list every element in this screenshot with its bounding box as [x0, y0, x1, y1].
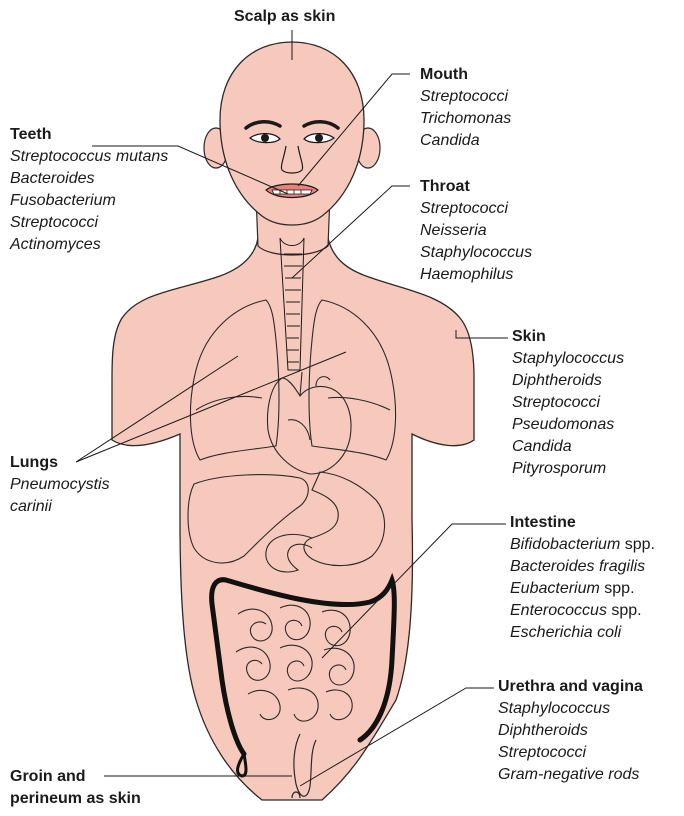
- label-title-urethra: Urethra and vagina: [498, 676, 643, 698]
- right-pupil: [315, 134, 323, 142]
- label-title-mouth: Mouth: [420, 64, 511, 86]
- organism-item: Enterococcus spp.: [510, 600, 655, 622]
- organism-item: Escherichia coli: [510, 622, 655, 644]
- organism-item: Bacteroides: [10, 168, 168, 190]
- organism-item: Pityrosporum: [512, 458, 624, 480]
- organism-item: Pneumocystis: [10, 474, 110, 496]
- teeth-row: [272, 190, 312, 194]
- organism-item: Streptococci: [420, 198, 532, 220]
- organism-item: Diphtheroids: [512, 370, 624, 392]
- organism-item: Fusobacterium: [10, 190, 168, 212]
- label-throat: Throat Streptococci Neisseria Staphyloco…: [420, 176, 532, 286]
- organism-item: Streptococci: [498, 742, 643, 764]
- organism-item: Pseudomonas: [512, 414, 624, 436]
- label-title-scalp: Scalp as skin: [234, 6, 335, 28]
- organism-item: Staphylococcus: [512, 348, 624, 370]
- label-title-teeth: Teeth: [10, 124, 168, 146]
- label-title-groin-line2: perineum as skin: [10, 788, 141, 810]
- organism-item: Staphylococcus: [498, 698, 643, 720]
- organism-item: Haemophilus: [420, 264, 532, 286]
- label-title-skin: Skin: [512, 326, 624, 348]
- organism-item: Actinomyces: [10, 234, 168, 256]
- organism-item: Gram-negative rods: [498, 764, 643, 786]
- organism-item: carinii: [10, 496, 110, 518]
- label-groin: Groin and perineum as skin: [10, 766, 141, 810]
- label-skin: Skin Staphylococcus Diphtheroids Strepto…: [512, 326, 624, 480]
- label-title-intestine: Intestine: [510, 512, 655, 534]
- organism-item: Streptococcus mutans: [10, 146, 168, 168]
- organism-item: Diphtheroids: [498, 720, 643, 742]
- organism-item: Staphylococcus: [420, 242, 532, 264]
- label-title-throat: Throat: [420, 176, 532, 198]
- organism-item: Streptococci: [512, 392, 624, 414]
- label-teeth: Teeth Streptococcus mutans Bacteroides F…: [10, 124, 168, 256]
- label-intestine: Intestine Bifidobacterium spp. Bacteroid…: [510, 512, 655, 644]
- label-mouth: Mouth Streptococci Trichomonas Candida: [420, 64, 511, 152]
- organism-item: Neisseria: [420, 220, 532, 242]
- organism-item: Streptococci: [420, 86, 511, 108]
- label-title-lungs: Lungs: [10, 452, 110, 474]
- organism-item: Eubacterium spp.: [510, 578, 655, 600]
- organism-item: Candida: [512, 436, 624, 458]
- label-lungs: Lungs Pneumocystis carinii: [10, 452, 110, 518]
- label-title-groin-line1: Groin and: [10, 766, 141, 788]
- left-pupil: [261, 134, 269, 142]
- organism-item: Candida: [420, 130, 511, 152]
- organism-item: Trichomonas: [420, 108, 511, 130]
- organism-item: Bacteroides fragilis: [510, 556, 655, 578]
- organism-item: Streptococci: [10, 212, 168, 234]
- label-scalp: Scalp as skin: [234, 6, 335, 28]
- label-urethra: Urethra and vagina Staphylococcus Diphth…: [498, 676, 643, 786]
- organism-item: Bifidobacterium spp.: [510, 534, 655, 556]
